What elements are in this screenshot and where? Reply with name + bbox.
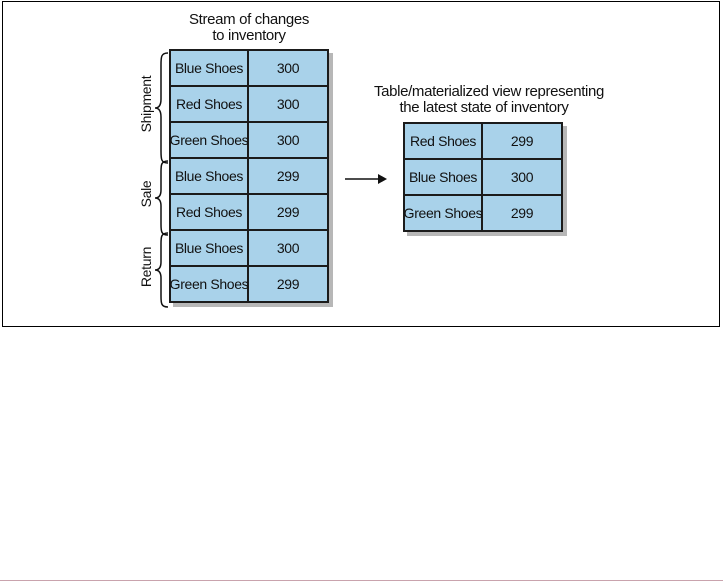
stream-row: Blue Shoes 300 [171,231,329,267]
stream-row: Blue Shoes 300 [171,51,329,87]
return-label: Return [138,246,154,288]
table-view-row: Green Shoes 299 [404,196,563,232]
diagram-frame [2,1,720,327]
stream-row: Red Shoes 299 [171,195,329,231]
stream-item-cell: Blue Shoes [171,159,249,193]
stream-item-cell: Green Shoes [170,267,249,301]
stream-quantity-cell: 299 [249,159,329,193]
stream-quantity-cell: 300 [249,87,329,121]
stream-table: Blue Shoes 300 Red Shoes 300 Green Shoes… [169,49,329,303]
stream-quantity-cell: 300 [249,123,329,157]
return-brace-icon [154,232,169,308]
stream-row: Blue Shoes 299 [171,159,329,195]
table-view-item-cell: Green Shoes [404,196,483,230]
stream-item-cell: Blue Shoes [171,51,249,85]
table-view-quantity-cell: 299 [483,196,563,230]
table-view-title-line-2: the latest state of inventory [399,99,569,116]
stream-title-line-2: to inventory [212,27,286,44]
stream-row: Green Shoes 300 [170,123,329,159]
shipment-label: Shipment [138,75,154,133]
stream-item-cell: Green Shoes [170,123,249,157]
table-view-row: Red Shoes 299 [405,124,563,160]
stream-item-cell: Blue Shoes [171,231,249,265]
table-view-item-cell: Red Shoes [405,124,483,158]
table-view-item-cell: Blue Shoes [405,160,483,194]
materialized-view-table: Red Shoes 299 Blue Shoes 300 Green Shoes… [403,122,563,232]
bottom-divider [0,580,723,581]
stream-row: Red Shoes 300 [171,87,329,123]
stream-row: Green Shoes 299 [170,267,329,303]
stream-quantity-cell: 300 [249,51,329,85]
table-view-quantity-cell: 299 [483,124,563,158]
stream-quantity-cell: 299 [249,195,329,229]
sale-label: Sale [138,180,154,208]
stream-title: Stream of changes to inventory [170,12,328,44]
sale-brace-icon [154,160,169,236]
stream-title-line-1: Stream of changes [189,11,309,28]
stream-quantity-cell: 299 [249,267,329,301]
table-view-title: Table/materialized view representing the… [374,83,605,116]
table-view-quantity-cell: 300 [483,160,563,194]
stream-item-cell: Red Shoes [171,195,249,229]
table-view-title-line-1: Table/materialized view representing [374,83,605,100]
shipment-brace-icon [154,52,169,164]
stream-item-cell: Red Shoes [171,87,249,121]
right-arrow-icon [345,174,387,184]
table-view-row: Blue Shoes 300 [405,160,563,196]
stream-quantity-cell: 300 [249,231,329,265]
